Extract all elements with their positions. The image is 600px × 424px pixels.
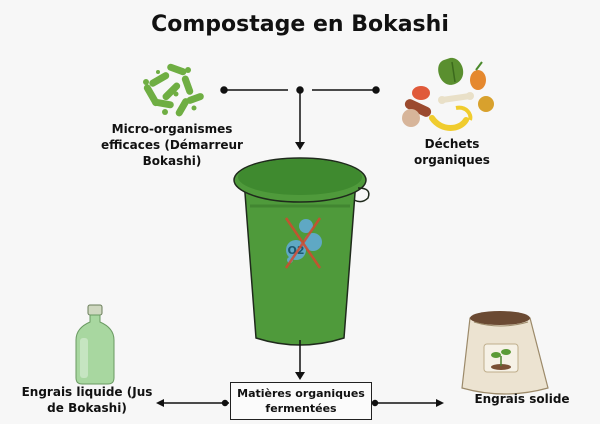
diagram-title: Compostage en Bokashi xyxy=(151,12,449,37)
fermented-matter-label: Matières organiques fermentées xyxy=(237,387,365,415)
input-connector xyxy=(220,86,380,150)
output-connector xyxy=(156,340,444,407)
liquid-fertilizer-label: Engrais liquide (Jus de Bokashi) xyxy=(21,385,153,415)
bucket-icon xyxy=(233,157,370,346)
fermented-matter-box: Matières organiques fermentées xyxy=(230,382,372,420)
bacteria-icon xyxy=(143,63,204,117)
no-oxygen-icon: O2 xyxy=(284,217,322,269)
organic-waste-label: Déchets organiques xyxy=(414,137,490,167)
liquid-bottle-icon xyxy=(75,304,115,385)
micro-organisms-label: Micro-organismes efficaces (Démarreur Bo… xyxy=(101,122,243,168)
soil-bag-icon xyxy=(461,311,549,395)
solid-fertilizer-label: Engrais solide xyxy=(474,392,570,406)
food-scraps-icon xyxy=(402,57,494,131)
